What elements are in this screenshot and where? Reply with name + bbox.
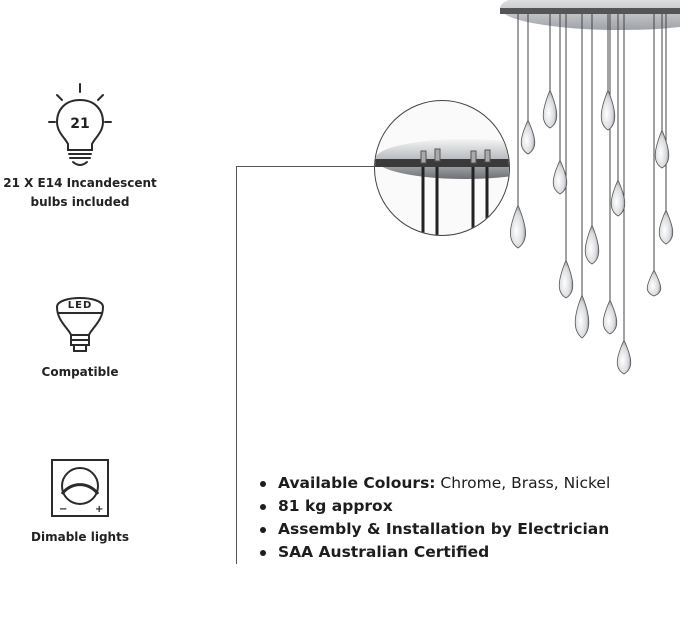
dimmer-minus: − [59,504,67,515]
bulb-icon: 21 [0,78,160,174]
spec-label: Assembly & Installation by Electrician [278,520,610,538]
bulbs-caption-line2: bulbs included [30,195,130,209]
bulb-count: 21 [70,116,89,132]
connector-line-horizontal [236,166,376,167]
spec-value: Chrome, Brass, Nickel [435,474,611,492]
feature-dimmer: − + Dimable lights [0,456,160,547]
led-bulb-icon: LED [0,283,160,363]
led-badge: LED [68,300,93,311]
canopy-detail-zoom [374,100,510,236]
dimmer-plus: + [95,504,103,515]
dimmer-icon: − + [0,456,160,520]
feature-bulbs: 21 21 X E14 Incandescent bulbs included [0,78,160,212]
bulbs-caption-line1: 21 X E14 Incandescent [3,176,157,190]
dimmer-caption: Dimable lights [31,530,129,544]
spec-item: Assembly & Installation by Electrician [258,518,610,541]
spec-item: 81 kg approx [258,495,610,518]
spec-list: Available Colours: Chrome, Brass, Nickel… [258,472,610,564]
spec-label: 81 kg approx [278,497,393,515]
spec-label: SAA Australian Certified [278,543,490,561]
connector-line-vertical [236,166,237,564]
feature-led: LED Compatible [0,283,160,382]
spec-label: Available Colours: [278,474,436,492]
led-caption: Compatible [41,365,119,379]
chandelier-image [470,0,680,380]
spec-item: SAA Australian Certified [258,541,610,564]
spec-item: Available Colours: Chrome, Brass, Nickel [258,472,610,495]
